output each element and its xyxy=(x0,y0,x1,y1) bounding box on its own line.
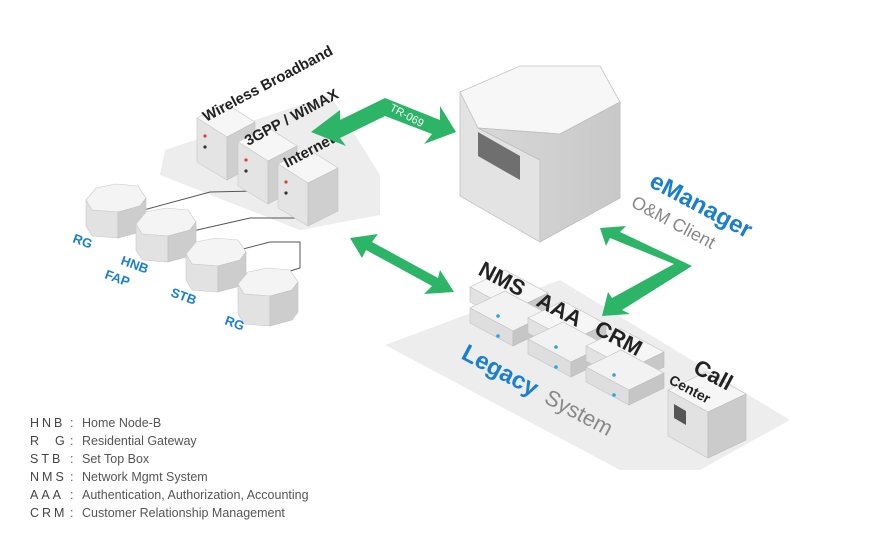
status-led-icon xyxy=(554,345,558,349)
status-led-icon xyxy=(284,191,288,195)
status-led-icon xyxy=(612,373,616,377)
legend-description: Authentication, Authorization, Accountin… xyxy=(82,488,309,502)
status-led-icon xyxy=(203,134,207,138)
legend-separator: : xyxy=(70,434,74,448)
legend-abbr: AAA xyxy=(30,488,65,502)
emanager-crm-arrow xyxy=(600,226,692,316)
rg-device-1 xyxy=(85,183,147,239)
status-led-icon xyxy=(244,158,248,162)
rg-label-1: RG xyxy=(71,231,94,252)
legend-description: Home Node-B xyxy=(82,416,162,430)
call-center-device xyxy=(667,371,747,459)
legend-abbr: STB xyxy=(30,452,64,466)
legend-abbr: HNB xyxy=(30,416,66,430)
legend-separator: : xyxy=(70,470,74,484)
legend-item-nms: NMS : Network Mgmt System xyxy=(30,468,309,486)
legend-separator: : xyxy=(70,452,74,466)
legend-description: Residential Gateway xyxy=(82,434,197,448)
legend-description: Set Top Box xyxy=(82,452,150,466)
legend-separator: : xyxy=(70,488,74,502)
legend-separator: : xyxy=(70,506,74,520)
internet-legacy-arrow xyxy=(350,234,454,294)
status-led-icon xyxy=(612,393,616,397)
legend-item-stb: STB : Set Top Box xyxy=(30,450,309,468)
stb-device xyxy=(185,237,247,293)
status-led-icon xyxy=(284,180,288,184)
legend-separator: : xyxy=(70,416,74,430)
legend-abbr: R G xyxy=(30,434,68,448)
legend-item-crm: CRM : Customer Relationship Management xyxy=(30,504,309,522)
status-led-icon xyxy=(496,334,500,338)
crm-server xyxy=(585,328,665,406)
legend-abbr: NMS xyxy=(30,470,67,484)
legend-description: Network Mgmt System xyxy=(82,470,208,484)
rg-label-2: RG xyxy=(223,313,246,334)
tr069-arrow xyxy=(311,98,456,146)
legend-item-rg: R G : Residential Gateway xyxy=(30,432,309,450)
legend-description: Customer Relationship Management xyxy=(82,506,285,520)
panel-icon xyxy=(674,404,686,425)
rg-device-2 xyxy=(237,267,299,327)
legend-abbr: CRM xyxy=(30,506,68,520)
status-led-icon xyxy=(554,365,558,369)
status-led-icon xyxy=(203,145,207,149)
fap-label: FAP xyxy=(103,267,132,290)
aaa-server xyxy=(527,300,607,378)
status-led-icon xyxy=(496,314,500,318)
legend-item-aaa: AAA : Authentication, Authorization, Acc… xyxy=(30,486,309,504)
abbreviation-legend: HNB : Home Node-B R G : Residential Gate… xyxy=(30,414,309,522)
internet-device xyxy=(277,148,339,227)
emanager-server xyxy=(459,65,621,243)
status-led-icon xyxy=(244,169,248,173)
screen-icon xyxy=(478,132,520,180)
legend-item-hnb: HNB : Home Node-B xyxy=(30,414,309,432)
